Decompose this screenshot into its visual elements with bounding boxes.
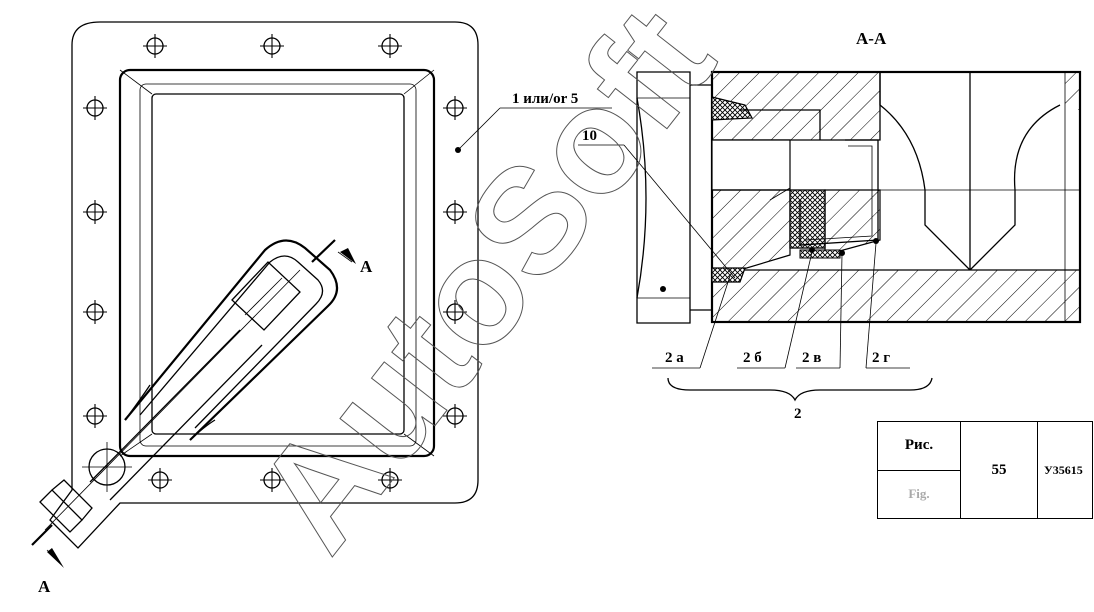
fig-label-rus: Рис. [878, 422, 960, 471]
title-block: Рис. Fig. 55 У35615 [877, 421, 1093, 519]
section-title: A-A [856, 29, 887, 48]
label-part-2g: 2 г [872, 350, 890, 366]
label-part-2v: 2 в [802, 350, 821, 366]
fig-cell: Рис. Fig. [878, 422, 961, 518]
diagonal-channel [39, 239, 339, 533]
plan-view [31, 21, 612, 568]
flange-outline [49, 21, 479, 549]
label-cut-a-lower: A [38, 577, 51, 596]
label-part-2a: 2 а [665, 350, 684, 366]
section-view [578, 70, 1082, 402]
label-part-2b: 2 б [743, 350, 762, 366]
label-part-1-or-5: 1 или/or 5 [512, 91, 578, 107]
recess-inner [151, 93, 405, 435]
fig-number: 55 [961, 422, 1038, 518]
watermark: AutoSoft [223, 0, 745, 580]
fig-label-eng: Fig. [908, 486, 930, 502]
recess-outer [118, 68, 436, 458]
label-cut-a-upper: A [360, 257, 373, 276]
drawing-code: У35615 [1044, 462, 1083, 477]
label-part-2: 2 [794, 406, 802, 422]
label-part-10: 10 [582, 128, 597, 144]
